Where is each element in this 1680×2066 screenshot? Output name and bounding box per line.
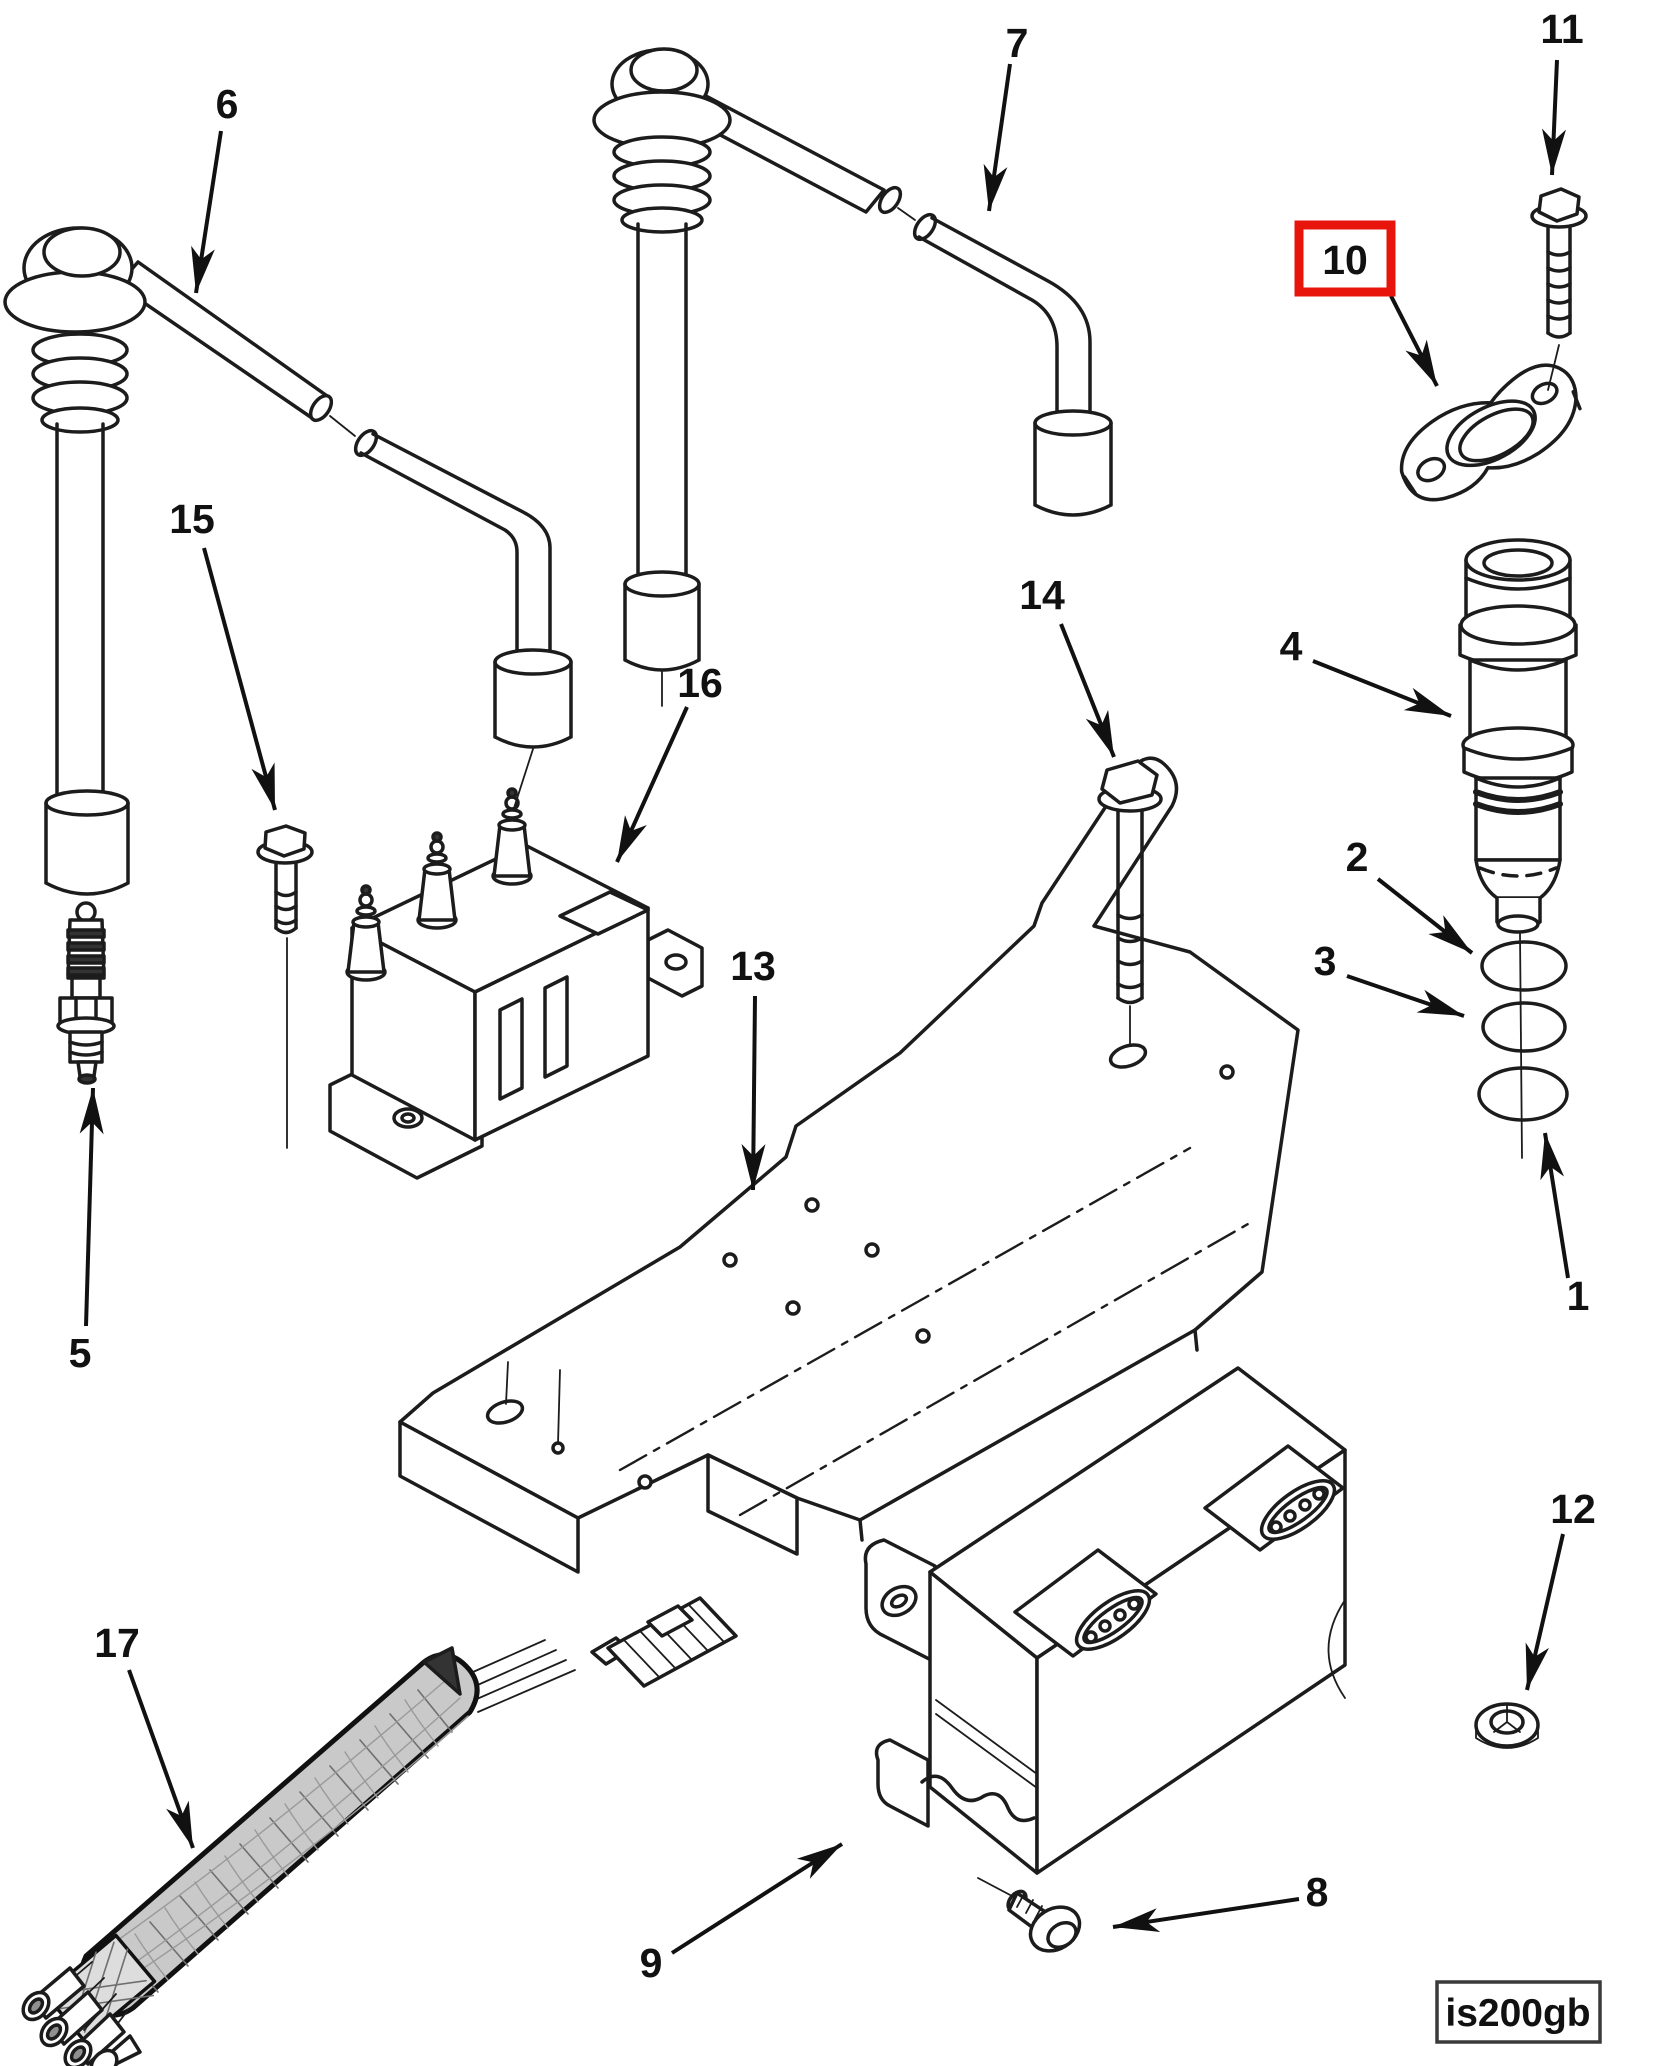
callout-number: 12 (1550, 1486, 1596, 1532)
callout-arrow (1376, 877, 1474, 955)
callout-arrow (1542, 59, 1566, 176)
callout-number: 16 (677, 660, 723, 706)
callout-arrow (79, 1087, 104, 1327)
callout-arrow (615, 706, 689, 863)
callout-arrow (1540, 1132, 1570, 1279)
coil-tower (491, 787, 533, 886)
callout-number: 9 (640, 1940, 663, 1986)
o-ring-lower (1477, 1066, 1569, 1122)
diagram-code-label: is200gb (1445, 1992, 1590, 2035)
callout-arrow (127, 1669, 195, 1849)
callout-1: 1 (1540, 1132, 1590, 1319)
callout-number: 13 (730, 943, 776, 989)
callout-arrow (1525, 1533, 1565, 1691)
callout-arrow (1059, 623, 1116, 758)
callout-number: 5 (69, 1330, 92, 1376)
callout-arrow (983, 63, 1012, 212)
module-connector-port (1203, 1444, 1345, 1552)
callout-6: 6 (191, 81, 239, 294)
callout-number: 4 (1280, 623, 1303, 669)
highlight-box (1294, 220, 1396, 297)
washer (1474, 1702, 1540, 1749)
coil-mounting-bolt (256, 824, 314, 1149)
coil-tower (416, 831, 458, 930)
callout-arrow (741, 995, 766, 1191)
ignition-control-module (863, 1366, 1347, 1897)
callout-4: 4 (1280, 623, 1452, 718)
diagram-code-box: is200gb (1435, 1980, 1602, 2044)
callout-15: 15 (169, 496, 277, 811)
callout-number: 15 (169, 496, 215, 542)
callout-number: 11 (1540, 6, 1583, 52)
o-ring-middle (1481, 1001, 1567, 1053)
callout-arrow (670, 1842, 844, 1955)
callout-5: 5 (69, 1087, 104, 1376)
callout-arrow (1112, 1897, 1300, 1933)
harness-lead (89, 2034, 142, 2066)
spark-plug-lead-right (592, 47, 1113, 707)
callout-arrow (1346, 974, 1465, 1018)
callout-9: 9 (640, 1842, 844, 1986)
module-mounting-screw (1006, 1889, 1082, 1953)
callout-14: 14 (1019, 572, 1116, 758)
callout-11: 11 (1540, 6, 1584, 176)
callout-arrow (202, 547, 277, 811)
harness-lead (21, 1966, 86, 2022)
diagram-code-border (1435, 1980, 1602, 2044)
callout-12: 12 (1525, 1486, 1596, 1691)
callout-number: 17 (94, 1620, 140, 1666)
callout-number: 3 (1314, 938, 1337, 984)
callout-arrow (1312, 659, 1452, 718)
mounting-plate (398, 756, 1300, 1574)
callout-2: 2 (1346, 834, 1474, 955)
module-connector-port (1013, 1548, 1158, 1658)
spark-plug-lead-left (3, 226, 573, 896)
injector-clamp (1399, 363, 1582, 502)
callout-7: 7 (983, 20, 1029, 212)
callout-8: 8 (1112, 1869, 1329, 1933)
wiring-harness (21, 1596, 738, 2066)
callout-number: 8 (1306, 1869, 1329, 1915)
callout-number: 2 (1346, 834, 1369, 880)
callout-number: 1 (1567, 1273, 1590, 1319)
callout-number: 14 (1019, 572, 1065, 618)
callout-10: 10 (1294, 220, 1439, 387)
clamp-bolt (1530, 187, 1588, 391)
callout-number: 6 (216, 81, 239, 127)
callout-17: 17 (94, 1620, 195, 1849)
coil-plate-bolt-long (1097, 759, 1163, 1047)
coil-tower (345, 884, 387, 982)
spark-plug (56, 901, 116, 1085)
harness-lead (63, 2012, 126, 2066)
callout-number: 7 (1006, 20, 1029, 66)
callout-16: 16 (615, 660, 723, 863)
callout-number: 10 (1322, 237, 1368, 283)
callout-13: 13 (730, 943, 776, 1191)
callout-arrow (191, 130, 223, 294)
ignition-coil (328, 787, 704, 1180)
o-ring-upper (1480, 940, 1568, 992)
callout-3: 3 (1314, 938, 1465, 1018)
harness-connector (590, 1596, 738, 1688)
fuel-injector (1458, 538, 1578, 1159)
harness-lead (39, 1990, 104, 2048)
callout-arrow (1389, 295, 1439, 387)
